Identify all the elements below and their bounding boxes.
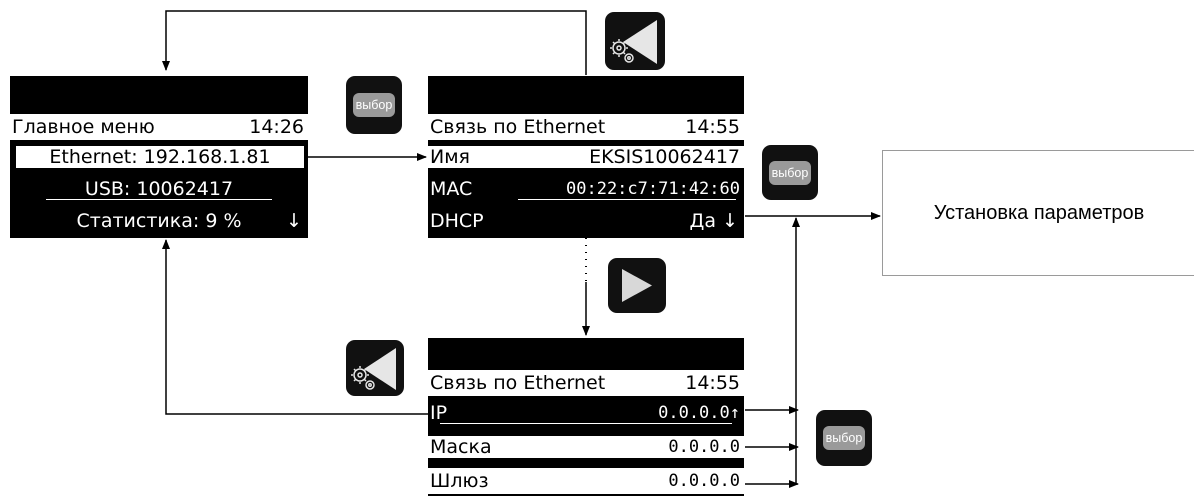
ethernet-screen-2: Связь по Ethernet 14:55 IP 0.0.0.0↑ Маск… [428,338,744,496]
ethernet-row-gateway[interactable]: Шлюз 0.0.0.0 [428,468,744,494]
back-button-top[interactable] [605,12,665,70]
ethernet-screen-2-title: Связь по Ethernet [430,372,606,394]
ethernet-screen-2-header: Связь по Ethernet 14:55 [428,370,744,396]
settings-box-label: Установка параметров [933,201,1145,224]
ethernet-screen-1-time: 14:55 [685,116,740,138]
back-triangle-gear-icon [610,20,657,64]
forward-triangle-icon [622,269,652,302]
main-menu-time: 14:26 [249,116,304,138]
settings-box: Установка параметров [882,150,1194,276]
ethernet-screen-1-title: Связь по Ethernet [430,116,606,138]
arrow-back-to-main-bottom [162,239,428,415]
ethernet-screen-2-time: 14:55 [685,372,740,394]
main-menu-item-statistics[interactable]: Статистика: 9 % ↓ [76,210,303,232]
ethernet-row-dhcp[interactable]: DHCP Да ↓ [430,210,738,232]
ethernet-screen-1: Связь по Ethernet 14:55 Имя EKSIS1006241… [428,76,744,238]
main-menu-header: Главное меню 14:26 [10,114,308,140]
ethernet-screen-1-header: Связь по Ethernet 14:55 [428,114,744,140]
select-button-ethernet[interactable]: выбор [762,145,818,200]
main-menu-title: Главное меню [12,116,155,138]
main-menu-item-usb[interactable]: USB: 10062417 [10,176,308,202]
main-menu-item-ethernet[interactable]: Ethernet: 192.168.1.81 [16,144,304,170]
scroll-down-arrow: ↓ [286,210,302,232]
select-button-main[interactable]: выбор [346,76,402,134]
ethernet-row-mask[interactable]: Маска 0.0.0.0 [428,434,744,460]
back-button-bottom[interactable] [346,340,404,396]
main-menu-screen: Главное меню 14:26 Ethernet: 192.168.1.8… [10,76,308,238]
select-button-address[interactable]: выбор [816,410,872,466]
back-triangle-gear-icon [351,348,396,390]
ethernet-row-name[interactable]: Имя EKSIS10062417 [428,144,744,170]
ethernet-row-ip[interactable]: IP 0.0.0.0↑ [428,400,744,426]
arrow-back-to-main-top [162,10,587,75]
ethernet-row-mac[interactable]: MAC 00:22:c7:71:42:60 [428,176,744,202]
forward-button[interactable] [608,258,666,313]
